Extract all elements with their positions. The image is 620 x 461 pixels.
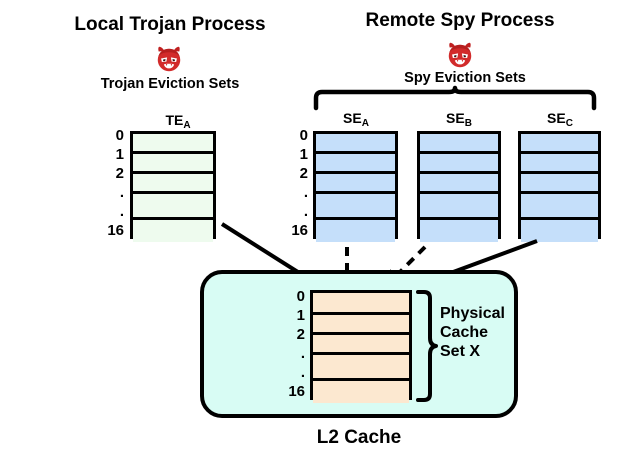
row-index-dot-1: . (119, 184, 124, 201)
row-index-16: 16 (288, 383, 305, 400)
remote-spy-process-title: Remote Spy Process (365, 10, 555, 31)
row-index-2: 2 (115, 165, 124, 182)
eviction-set-row (133, 194, 213, 220)
row-index-dot-2: . (119, 203, 124, 220)
cache-set-row (313, 335, 409, 355)
eviction-set-row (316, 220, 395, 242)
eviction-set-box-te-a[interactable] (130, 131, 216, 242)
row-index-16: 16 (107, 222, 124, 239)
cache-set-row (313, 355, 409, 381)
row-index-dot-2: . (303, 203, 308, 220)
set-label-se-a-name: SE (343, 110, 362, 126)
eviction-set-box-se-b[interactable] (417, 131, 501, 242)
physical-cache-set-label-line2: Cache (440, 323, 489, 341)
set-label-te-a-name: TE (165, 112, 184, 128)
row-index-column-se-a: 0 1 2 . . 16 (280, 128, 308, 238)
eviction-set-row (521, 194, 598, 220)
eviction-set-row (420, 194, 498, 220)
cache-set-row (313, 381, 409, 403)
row-index-2: 2 (299, 165, 308, 182)
eviction-set-box-se-a[interactable] (313, 131, 398, 242)
eviction-set-row (316, 174, 395, 194)
set-label-se-c-name: SE (547, 110, 566, 126)
row-index-0: 0 (115, 127, 124, 144)
eviction-set-row (521, 174, 598, 194)
set-label-te-a: TEA (133, 112, 223, 131)
eviction-set-row (521, 134, 598, 154)
row-index-dot-1: . (303, 184, 308, 201)
set-label-se-b: SEB (417, 110, 501, 129)
eviction-set-row (521, 220, 598, 242)
eviction-set-row (521, 154, 598, 174)
eviction-set-row (133, 174, 213, 194)
row-index-column-te-a: 0 1 2 . . 16 (96, 128, 124, 238)
trojan-eviction-sets-subtitle: Trojan Eviction Sets (100, 76, 240, 92)
eviction-set-row (133, 154, 213, 174)
row-index-1: 1 (296, 307, 305, 324)
set-label-se-a-subscript: A (361, 118, 369, 129)
row-index-column-cache-set: 0 1 2 . . 16 (277, 289, 305, 399)
local-trojan-process-title: Local Trojan Process (74, 14, 266, 35)
devil-emoji-icon-trojan (154, 44, 184, 79)
eviction-set-row (420, 154, 498, 174)
set-label-te-a-subscript: A (183, 120, 191, 131)
set-label-se-b-name: SE (446, 110, 465, 126)
eviction-set-row (316, 154, 395, 174)
physical-cache-set-label: Physical Cache Set X (440, 305, 520, 362)
eviction-set-box-se-c[interactable] (518, 131, 601, 242)
eviction-set-row (133, 134, 213, 154)
eviction-set-row (133, 220, 213, 242)
eviction-set-row (420, 134, 498, 154)
row-index-16: 16 (291, 222, 308, 239)
row-index-1: 1 (299, 146, 308, 163)
row-index-0: 0 (299, 127, 308, 144)
row-index-dot-1: . (300, 345, 305, 362)
row-index-dot-2: . (300, 364, 305, 381)
cache-set-row (313, 293, 409, 315)
eviction-set-row (420, 220, 498, 242)
set-label-se-b-subscript: B (464, 118, 472, 129)
row-index-0: 0 (296, 288, 305, 305)
physical-cache-set-brace (416, 290, 438, 402)
l2-cache-caption: L2 Cache (316, 427, 402, 448)
eviction-set-row (316, 194, 395, 220)
eviction-set-row (316, 134, 395, 154)
physical-cache-set-label-line1: Physical (440, 305, 505, 322)
set-label-se-c-subscript: C (565, 118, 573, 129)
devil-emoji-icon-spy (445, 40, 475, 75)
spy-eviction-sets-subtitle: Spy Eviction Sets (404, 70, 526, 86)
eviction-set-row (420, 174, 498, 194)
set-label-se-a: SEA (313, 110, 399, 129)
cache-set-row (313, 315, 409, 335)
set-label-se-c: SEC (518, 110, 602, 129)
physical-cache-set-label-line3: Set X (440, 342, 481, 360)
physical-cache-set-box[interactable] (310, 290, 412, 403)
row-index-2: 2 (296, 326, 305, 343)
spy-eviction-sets-brace (313, 85, 597, 111)
row-index-1: 1 (115, 146, 124, 163)
